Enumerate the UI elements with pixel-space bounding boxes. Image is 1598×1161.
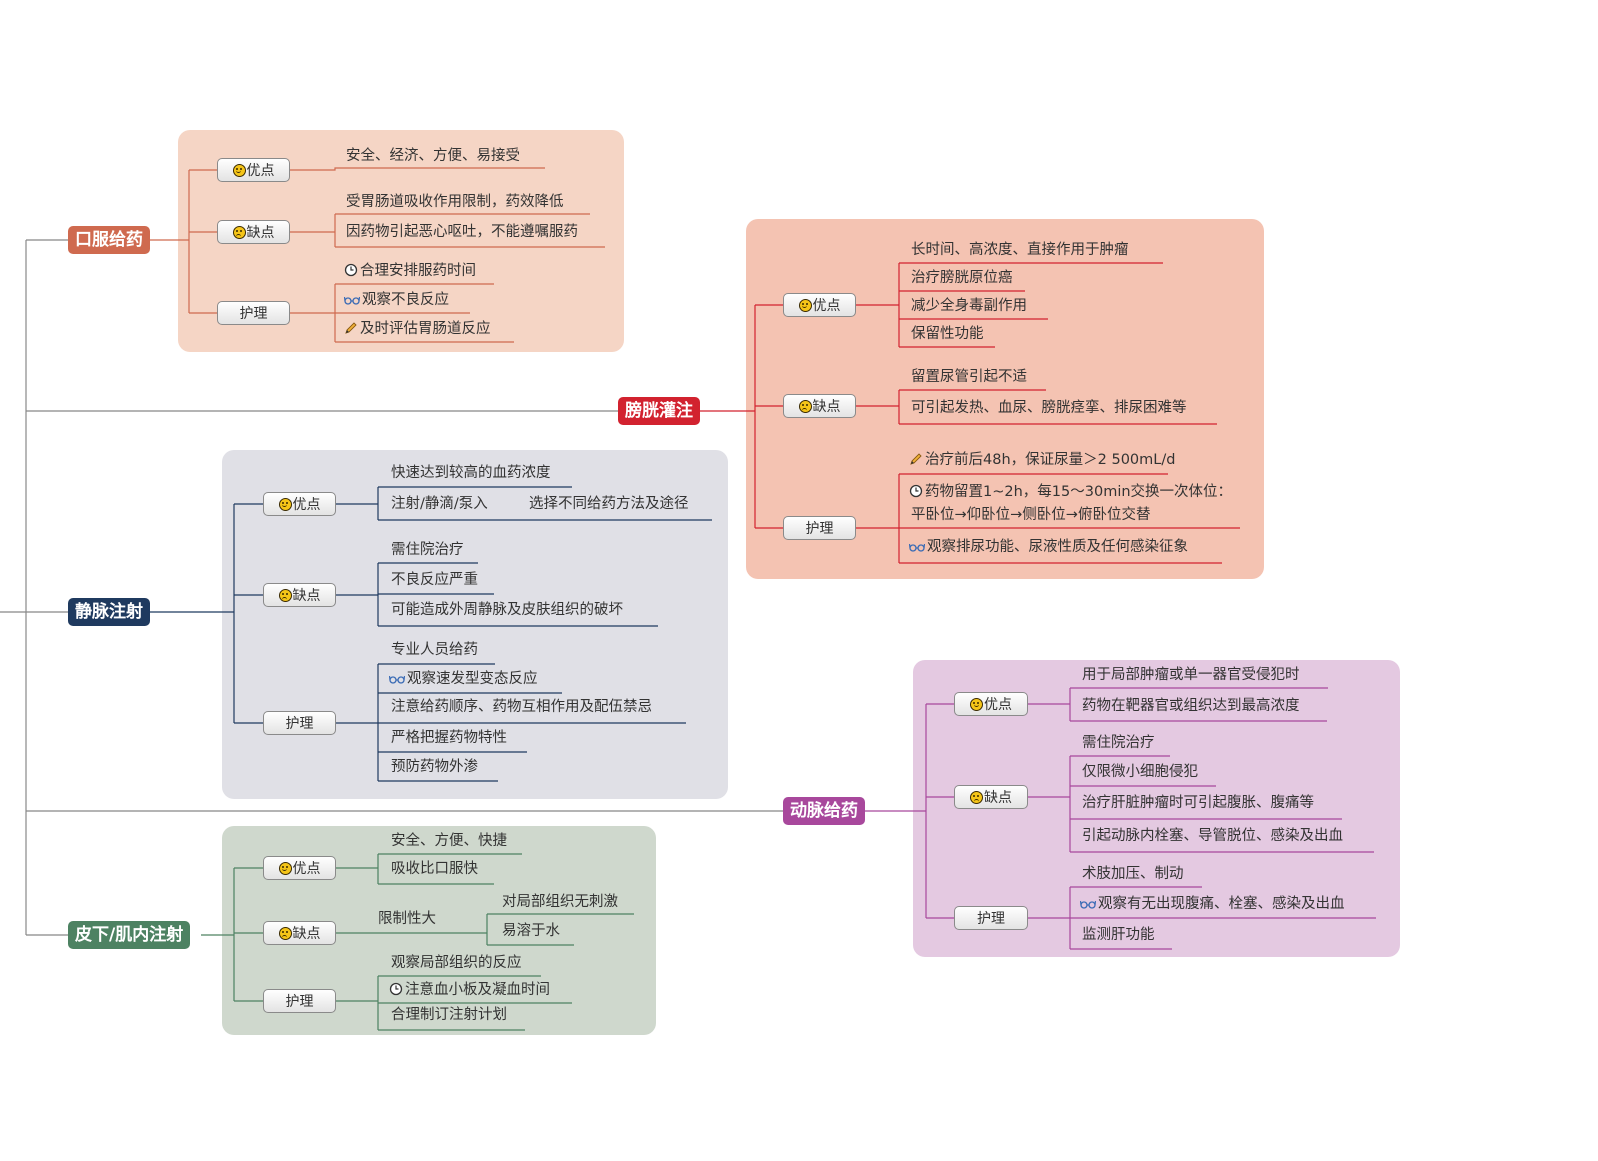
bladder-pros-item: 长时间、高浓度、直接作用于肿瘤 <box>911 242 1129 258</box>
sad-face-icon <box>798 400 812 413</box>
subcut-cons-item: 对局部组织无刺激 <box>502 894 618 910</box>
iv-cons-label: 缺点 <box>292 588 321 604</box>
artery-cons-label: 缺点 <box>984 790 1012 806</box>
topic-oral[interactable]: 口服给药 <box>68 226 150 254</box>
oral-care-node[interactable]: 护理 <box>217 301 290 325</box>
sad-face-icon <box>232 226 246 239</box>
glasses-icon <box>344 296 360 305</box>
iv-care-item: 预防药物外渗 <box>391 759 478 775</box>
subcut-cons-label: 缺点 <box>292 926 321 942</box>
artery-cons-item: 仅限微小细胞侵犯 <box>1082 764 1198 780</box>
subcut-care-item: 观察局部组织的反应 <box>391 955 522 971</box>
sad-face-icon <box>278 589 292 602</box>
pencil-icon <box>345 322 357 334</box>
pencil-icon <box>910 453 922 465</box>
artery-care-node[interactable]: 护理 <box>954 906 1028 930</box>
iv-pros-item: 选择不同给药方法及途径 <box>529 496 689 512</box>
smile-face-icon <box>970 698 983 711</box>
iv-care-item: 专业人员给药 <box>391 642 478 658</box>
smile-face-icon <box>232 164 246 177</box>
bladder-pros-label: 优点 <box>812 298 841 314</box>
subcut-cons-item: 限制性大 <box>378 911 436 927</box>
iv-lines <box>148 486 712 782</box>
artery-care-item: 术肢加压、制动 <box>1082 866 1184 882</box>
bladder-care-item: 治疗前后48h，保证尿量＞2 500mL/d <box>909 450 1175 470</box>
iv-pros-item: 快速达到较高的血药浓度 <box>391 465 551 481</box>
topic-subcut[interactable]: 皮下/肌内注射 <box>68 921 191 949</box>
bladder-pros-item: 治疗膀胱原位癌 <box>911 270 1013 286</box>
oral-care-item: 及时评估胃肠道反应 <box>344 319 491 339</box>
bladder-cons-label: 缺点 <box>812 399 841 415</box>
clock-icon <box>389 982 403 996</box>
bladder-care-item: 平卧位→仰卧位→侧卧位→俯卧位交替 <box>911 507 1151 523</box>
bladder-cons-node[interactable]: 缺点 <box>783 394 856 418</box>
artery-pros-label: 优点 <box>984 697 1012 713</box>
artery-cons-item: 需住院治疗 <box>1082 735 1155 751</box>
artery-cons-item: 治疗肝脏肿瘤时可引起腹胀、腹痛等 <box>1082 795 1314 811</box>
clock-icon <box>344 263 358 277</box>
subcut-pros-label: 优点 <box>292 861 321 877</box>
oral-care-item: 观察不良反应 <box>344 290 449 310</box>
subcut-pros-node[interactable]: 优点 <box>263 856 336 880</box>
bladder-pros-item: 保留性功能 <box>911 326 984 342</box>
glasses-icon <box>909 543 925 552</box>
iv-cons-node[interactable]: 缺点 <box>263 583 336 607</box>
iv-pros-label: 优点 <box>292 497 321 513</box>
bladder-care-node[interactable]: 护理 <box>783 516 856 540</box>
artery-cons-node[interactable]: 缺点 <box>954 785 1028 809</box>
topic-bladder[interactable]: 膀胱灌注 <box>618 397 700 425</box>
artery-care-item: 监测肝功能 <box>1082 927 1155 943</box>
clock-icon <box>909 484 923 498</box>
subcut-pros-item: 安全、方便、快捷 <box>391 833 507 849</box>
iv-cons-item: 可能造成外周静脉及皮肤组织的破坏 <box>391 602 623 618</box>
artery-pros-item: 用于局部肿瘤或单一器官受侵犯时 <box>1082 667 1300 683</box>
sad-face-icon <box>970 791 983 804</box>
iv-pros-item: 注射/静滴/泵入 <box>391 496 488 512</box>
oral-pros-label: 优点 <box>246 163 275 179</box>
subcut-pros-item: 吸收比口服快 <box>391 861 478 877</box>
subcut-care-node[interactable]: 护理 <box>263 989 336 1013</box>
smile-face-icon <box>278 862 292 875</box>
bladder-care-item: 药物留置1~2h，每15～30min交换一次体位： <box>909 482 1232 502</box>
bladder-pros-item: 减少全身毒副作用 <box>911 298 1027 314</box>
smile-face-icon <box>278 498 292 511</box>
iv-care-item: 观察速发型变态反应 <box>389 669 538 689</box>
bladder-lines <box>697 262 1240 564</box>
oral-pros-item: 安全、经济、方便、易接受 <box>346 148 520 164</box>
iv-care-node[interactable]: 护理 <box>263 711 336 735</box>
oral-lines <box>148 167 605 343</box>
artery-lines <box>863 687 1376 950</box>
subcut-cons-item: 易溶于水 <box>502 923 560 939</box>
bladder-pros-node[interactable]: 优点 <box>783 293 856 317</box>
subcut-care-item: 注意血小板及凝血时间 <box>389 980 550 1000</box>
bladder-cons-item: 可引起发热、血尿、膀胱痉挛、排尿困难等 <box>911 400 1187 416</box>
bladder-cons-item: 留置尿管引起不适 <box>911 369 1027 385</box>
glasses-icon <box>1080 900 1096 909</box>
smile-face-icon <box>798 299 812 312</box>
oral-cons-label: 缺点 <box>246 225 275 241</box>
iv-care-item: 注意给药顺序、药物互相作用及配伍禁忌 <box>391 699 652 715</box>
oral-cons-item: 因药物引起恶心呕吐，不能遵嘱服药 <box>346 224 578 240</box>
sad-face-icon <box>278 927 292 940</box>
topic-artery[interactable]: 动脉给药 <box>783 797 865 825</box>
artery-pros-item: 药物在靶器官或组织达到最高浓度 <box>1082 698 1300 714</box>
artery-pros-node[interactable]: 优点 <box>954 692 1028 716</box>
glasses-icon <box>389 675 405 684</box>
bladder-care-item: 观察排尿功能、尿液性质及任何感染征象 <box>909 537 1188 557</box>
oral-cons-item: 受胃肠道吸收作用限制，药效降低 <box>346 194 564 210</box>
oral-cons-node[interactable]: 缺点 <box>217 220 290 244</box>
oral-pros-node[interactable]: 优点 <box>217 158 290 182</box>
subcut-lines <box>201 853 634 1031</box>
iv-pros-node[interactable]: 优点 <box>263 492 336 516</box>
artery-care-item: 观察有无出现腹痛、栓塞、感染及出血 <box>1080 894 1345 914</box>
iv-care-item: 严格把握药物特性 <box>391 730 507 746</box>
artery-cons-item: 引起动脉内栓塞、导管脱位、感染及出血 <box>1082 828 1343 844</box>
oral-care-item: 合理安排服药时间 <box>344 261 476 281</box>
iv-cons-item: 需住院治疗 <box>391 542 464 558</box>
topic-iv[interactable]: 静脉注射 <box>68 598 150 626</box>
subcut-care-item: 合理制订注射计划 <box>391 1007 507 1023</box>
iv-cons-item: 不良反应严重 <box>391 572 478 588</box>
subcut-cons-node[interactable]: 缺点 <box>263 921 336 945</box>
